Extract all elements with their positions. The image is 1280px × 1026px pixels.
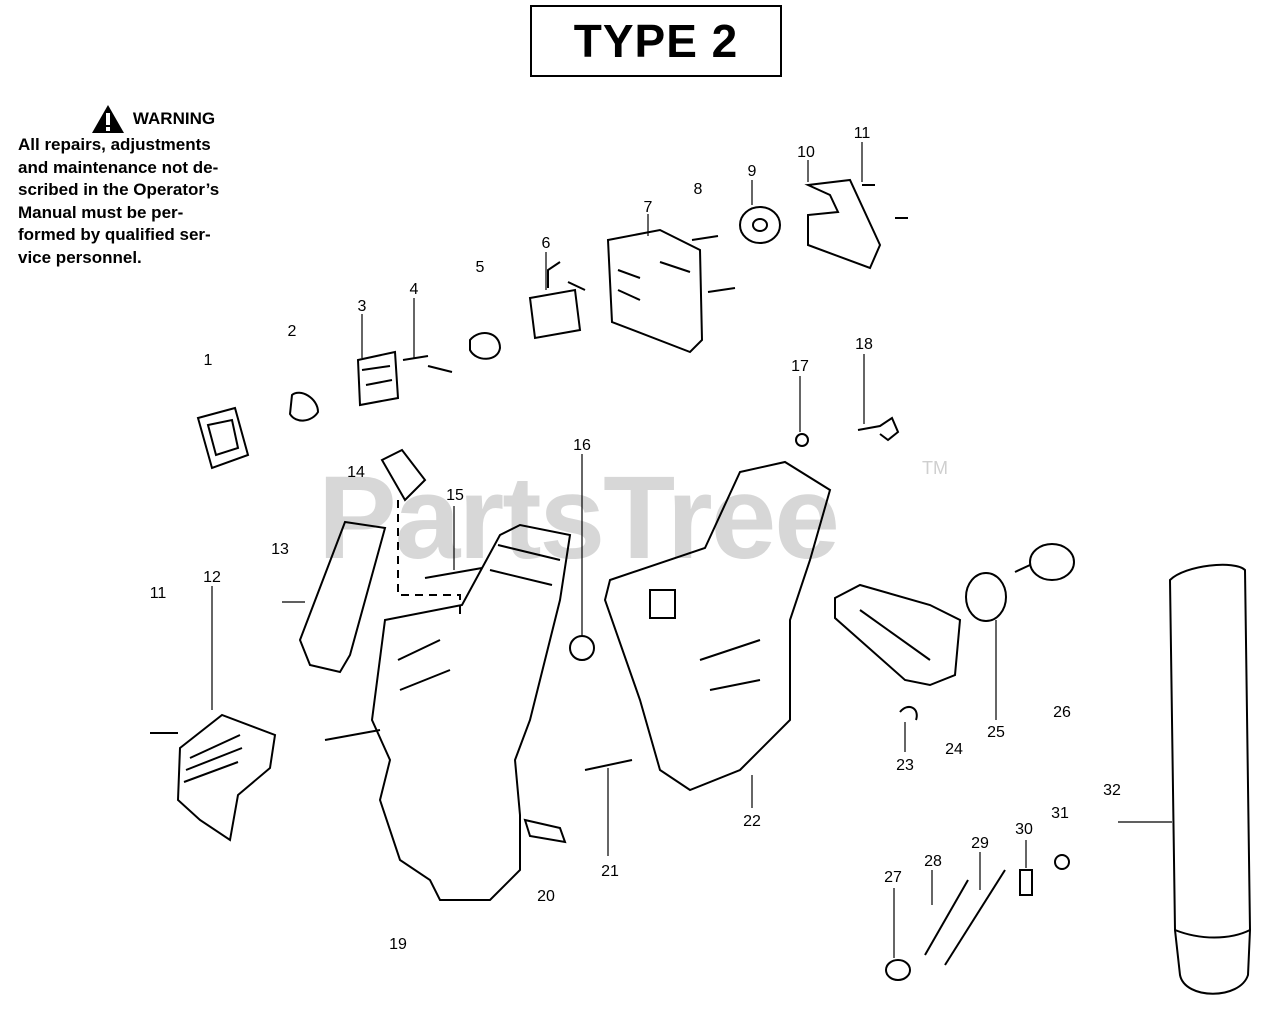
warning-triangle-icon <box>91 105 124 133</box>
part-27-washer <box>885 959 911 981</box>
part-2-gasket <box>288 391 320 422</box>
part-24-impeller <box>834 583 962 687</box>
warning-line: and maintenance not de- <box>18 157 219 177</box>
warning-line: vice personnel. <box>18 247 142 267</box>
part-16-nut <box>569 635 595 661</box>
callout-label: 11 <box>854 125 871 142</box>
callout-label: 24 <box>945 741 963 758</box>
warning-line: All repairs, adjustments <box>18 135 211 154</box>
callout-label: 8 <box>694 181 703 198</box>
part-5-gasket <box>469 332 502 360</box>
callout-label: 27 <box>884 869 902 886</box>
callout-label: 28 <box>924 853 942 870</box>
callout-label: 31 <box>1051 805 1069 822</box>
part-13-handle <box>298 520 387 674</box>
callout-label: 19 <box>389 936 407 953</box>
part-7-airbox <box>606 228 704 354</box>
warning-heading-text: WARNING <box>132 108 216 128</box>
callout-label: 29 <box>971 835 989 852</box>
warning-block: WARNING All repairs, adjustments and mai… <box>18 104 258 269</box>
part-31-cap <box>1054 854 1070 870</box>
part-20-clip <box>523 818 567 844</box>
part-6-carburetor <box>528 261 586 340</box>
warning-text: All repairs, adjustments and maintenance… <box>18 134 258 269</box>
part-21-pin <box>584 759 633 771</box>
callout-label: 26 <box>1053 704 1071 721</box>
callout-label: 23 <box>896 757 914 774</box>
part-32-blower-tube <box>1168 563 1252 995</box>
part-15-screw <box>424 567 483 579</box>
part-29-tube <box>944 869 1006 966</box>
part-3-adapter <box>356 350 400 407</box>
part-17-nut <box>795 433 809 447</box>
callout-label: 11 <box>150 585 167 602</box>
part-screw-lower <box>324 729 381 741</box>
part-28-tube <box>924 879 969 956</box>
callout-label: 6 <box>542 235 551 252</box>
callout-label: 18 <box>855 336 873 353</box>
callout-label: 22 <box>743 813 761 830</box>
callout-label: 15 <box>446 487 464 504</box>
callout-label: 16 <box>573 437 591 454</box>
part-18-knob <box>857 416 900 442</box>
part-4-screws <box>402 355 453 373</box>
callout-label: 5 <box>476 259 485 276</box>
part-19-housing <box>370 523 572 901</box>
part-11-screw <box>862 184 908 219</box>
part-22-housing <box>603 460 832 792</box>
callout-label: 2 <box>288 323 297 340</box>
callout-label: 1 <box>204 352 213 369</box>
part-30-plug <box>1019 869 1033 896</box>
part-14-foam <box>380 448 427 502</box>
part-26-washer <box>1029 543 1075 581</box>
part-10-cover <box>804 178 882 270</box>
warning-heading: WARNING <box>18 104 258 134</box>
callout-label: 21 <box>601 863 619 880</box>
warning-line: scribed in the Operator’s <box>18 180 220 199</box>
part-25-ring <box>965 572 1007 622</box>
watermark-text: PartsTree <box>318 452 840 584</box>
callout-label: 32 <box>1103 782 1121 799</box>
callout-labels: 1 2 3 4 5 6 7 8 9 10 11 11 12 13 14 15 1… <box>150 125 1121 953</box>
callout-label: 7 <box>644 199 653 216</box>
callout-label: 20 <box>537 888 555 905</box>
callout-label: 10 <box>797 144 815 161</box>
part-8-screws <box>691 235 736 293</box>
part-9-ring <box>739 206 781 244</box>
callout-label: 4 <box>410 281 419 298</box>
warning-line: formed by qualified ser- <box>18 225 211 244</box>
watermark-trademark: TM <box>922 458 948 478</box>
part-12-intake-cover <box>176 713 277 842</box>
diagram-title: TYPE 2 <box>530 5 782 77</box>
callout-label: 17 <box>791 358 809 375</box>
callout-label: 3 <box>358 298 367 315</box>
dashed-lead-14 <box>397 500 461 615</box>
callout-label: 12 <box>203 569 221 586</box>
callout-label: 30 <box>1015 821 1033 838</box>
callout-label: 13 <box>271 541 289 558</box>
warning-line: Manual must be per- <box>18 202 184 222</box>
callout-label: 9 <box>748 163 757 180</box>
part-23-clip <box>899 705 918 721</box>
part-1-gasket <box>196 406 250 470</box>
callout-label: 14 <box>347 464 365 481</box>
callout-label: 25 <box>987 724 1005 741</box>
